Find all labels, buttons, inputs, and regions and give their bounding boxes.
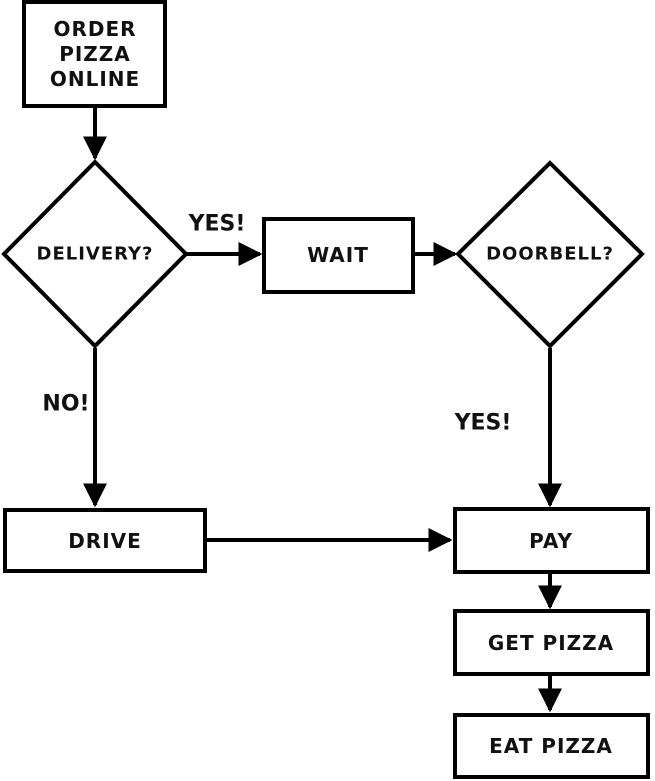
node-doorbell-decision: DOORBELL? — [455, 160, 645, 349]
doorbell-label: DOORBELL? — [486, 244, 614, 265]
node-get-pizza: GET PIZZA — [453, 609, 650, 676]
node-order-pizza-online: ORDER PIZZA ONLINE — [22, 0, 167, 108]
node-wait: WAIT — [262, 217, 415, 294]
node-eat-pizza: EAT PIZZA — [453, 713, 650, 779]
node-pay: PAY — [453, 507, 650, 574]
edge-label-delivery-no: NO! — [42, 392, 89, 417]
delivery-label: DELIVERY? — [37, 244, 154, 265]
pay-label: PAY — [529, 529, 573, 553]
edge-label-doorbell-yes: YES! — [454, 411, 512, 436]
wait-label: WAIT — [307, 243, 369, 267]
order-line-3: ONLINE — [50, 67, 140, 91]
node-drive: DRIVE — [3, 508, 207, 573]
drive-label: DRIVE — [68, 529, 142, 553]
get-pizza-label: GET PIZZA — [488, 631, 614, 655]
order-line-2: PIZZA — [59, 42, 131, 66]
order-line-1: ORDER — [53, 17, 136, 41]
eat-pizza-label: EAT PIZZA — [489, 734, 613, 758]
node-delivery-decision: DELIVERY? — [1, 159, 189, 349]
edge-label-delivery-yes: YES! — [188, 212, 246, 237]
